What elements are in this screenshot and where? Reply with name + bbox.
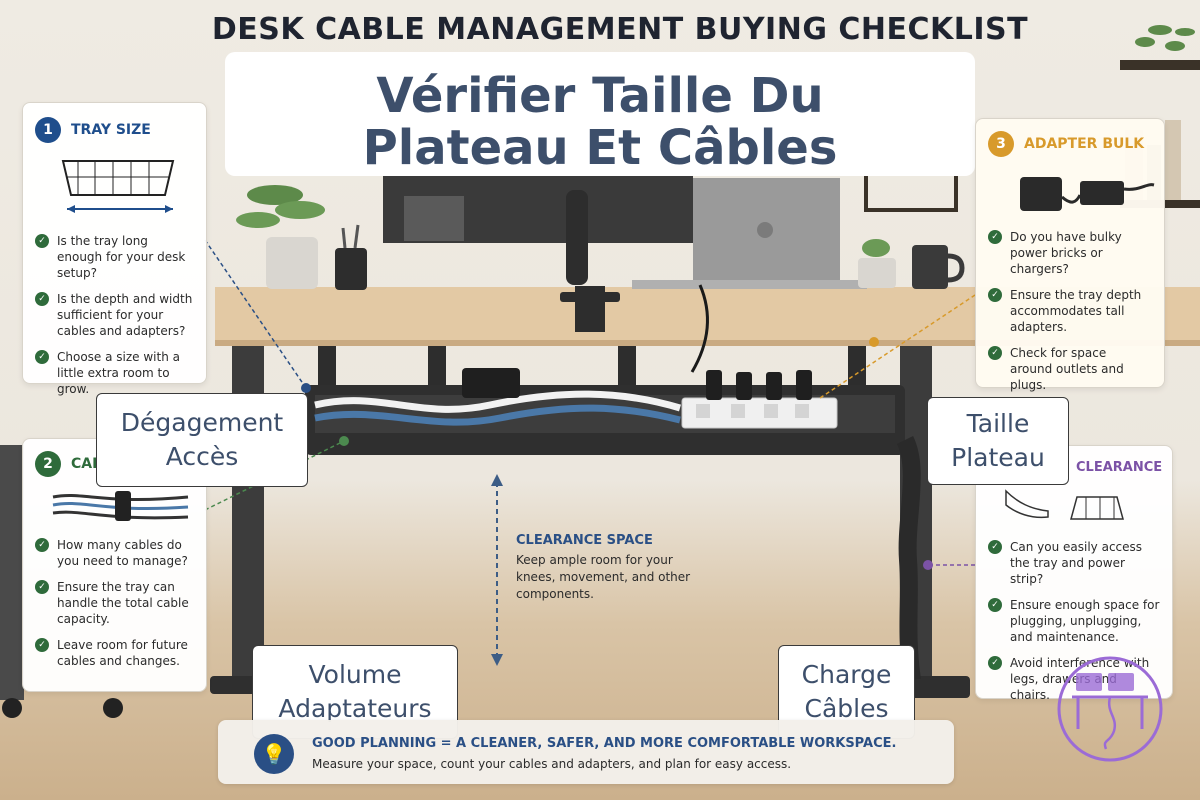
adapter-bulk-title: ADAPTER BULK [1024,136,1145,152]
step-number-badge: 1 [35,117,61,143]
checklist-item: ✓Is the tray long enough for your desk s… [35,233,194,281]
overlay-heading-box: Vérifier Taille Du Plateau Et Câbles [225,52,975,176]
checklist-item: ✓Can you easily access the tray and powe… [988,539,1160,587]
check-icon: ✓ [988,346,1002,360]
tray-size-title: TRAY SIZE [71,122,151,138]
checklist-item: ✓Choose a size with a little extra room … [35,349,194,397]
tray-size-card: 1 TRAY SIZE ✓Is the tray long enough for… [22,102,207,396]
check-icon: ✓ [35,292,49,306]
footer-subtext: Measure your space, count your cables an… [312,757,792,771]
shelf-plant [1135,25,1195,51]
lightbulb-icon: 💡 [254,734,294,774]
check-icon: ✓ [988,656,1002,670]
clearance-card: CLEARANCE ✓Can you easily access the tra… [975,445,1173,702]
check-icon: ✓ [988,230,1002,244]
footer-headline: GOOD PLANNING = A CLEANER, SAFER, AND MO… [312,736,897,751]
desk-setup-logo [1057,656,1163,762]
clearance-space-title: CLEARANCE SPACE [516,533,653,548]
checklist-item: ✓Check for space around outlets and plug… [988,345,1152,393]
check-icon: ✓ [35,638,49,652]
clearance-space-text: Keep ample room for your knees, movement… [516,553,691,601]
check-icon: ✓ [988,598,1002,612]
wire-tray-icon [61,160,175,213]
step-number-badge: 2 [35,451,61,477]
desk-plant-left [236,185,325,289]
check-icon: ✓ [35,234,49,248]
clearance-space-note: CLEARANCE SPACE Keep ample room for your… [516,533,706,603]
cable-count-card: 2 CAE ✓How many cables do you need to ma… [22,438,207,692]
checklist-item: ✓Do you have bulky power bricks or charg… [988,229,1152,277]
footer-banner: 💡 GOOD PLANNING = A CLEANER, SAFER, AND … [218,720,954,784]
cable-count-title: CAE [71,456,102,472]
hand-reaching-icon [1005,489,1124,520]
adapter-bulk-card: 3 ADAPTER BULK ✓Do you have bulky power … [975,118,1165,392]
cable-bundle-icon [52,491,189,521]
checklist-item: ✓Is the depth and width sufficient for y… [35,291,194,339]
checklist-item: ✓Leave room for future cables and change… [35,637,194,669]
check-icon: ✓ [35,580,49,594]
checklist-item: ✓Ensure the tray can handle the total ca… [35,579,194,627]
page-title: DESK CABLE MANAGEMENT BUYING CHECKLIST [211,12,1029,47]
check-icon: ✓ [35,538,49,552]
check-icon: ✓ [988,540,1002,554]
checklist-item: ✓Ensure the tray depth accommodates tall… [988,287,1152,335]
step-number-badge: 3 [988,131,1014,157]
power-adapter-icon [1020,177,1155,211]
clearance-title: CLEARANCE [1076,460,1163,475]
checklist-item: ✓Ensure enough space for plugging, unplu… [988,597,1160,645]
checklist-item: ✓How many cables do you need to manage? [35,537,194,569]
check-icon: ✓ [988,288,1002,302]
check-icon: ✓ [35,350,49,364]
overlay-heading: Vérifier Taille Du Plateau Et Câbles [362,68,838,176]
